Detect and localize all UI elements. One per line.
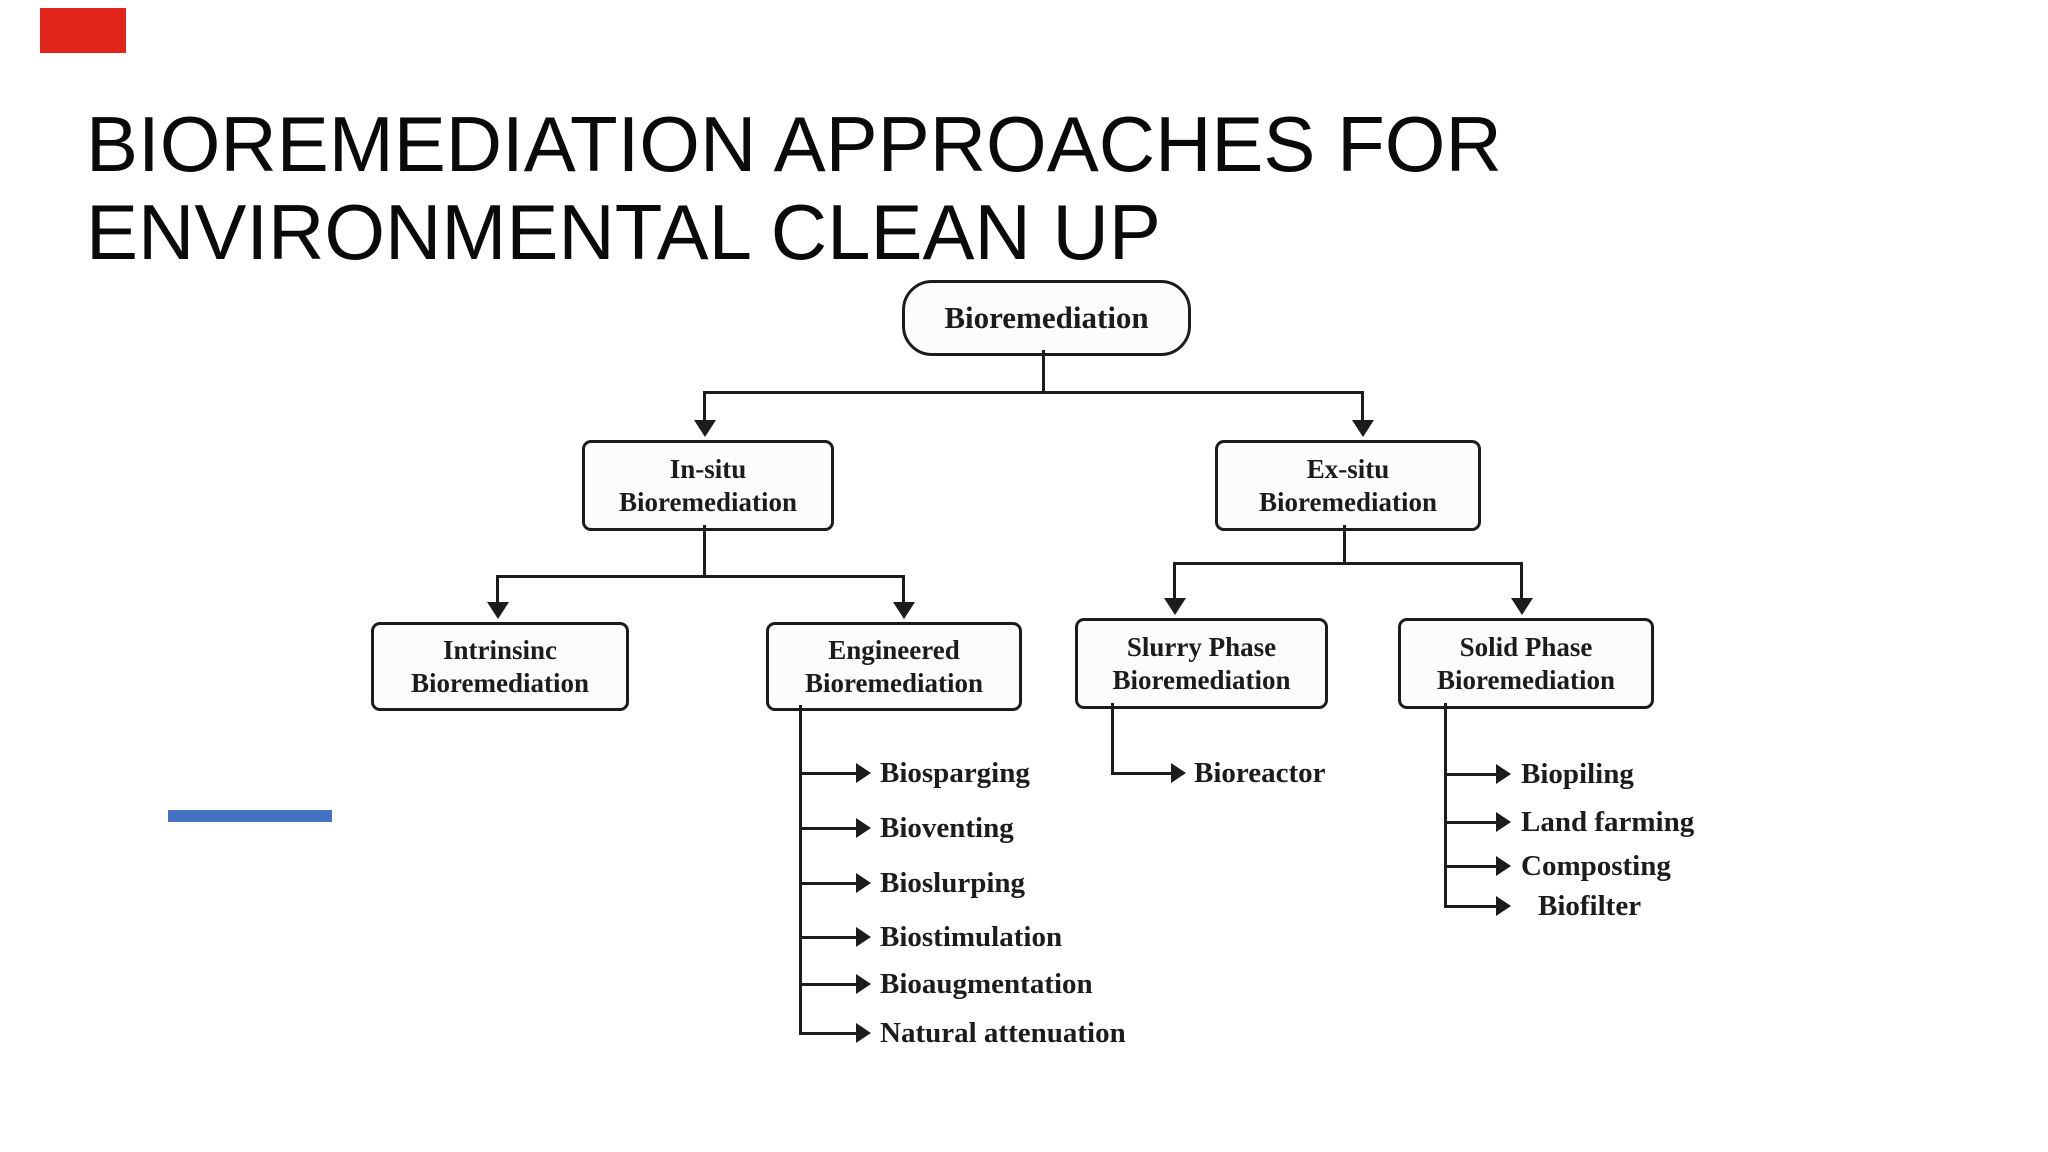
connector-drop-solid xyxy=(1520,562,1523,599)
intrinsic-label-line2: Bioremediation xyxy=(411,667,589,698)
arrowhead-right-biosparging xyxy=(856,763,871,783)
leaf-label-biofilter: Biofilter xyxy=(1538,890,1642,922)
slide-title-line1: BIOREMEDIATION APPROACHES FOR xyxy=(86,100,1502,188)
node-solid-phase-bioremediation: Solid Phase Bioremediation xyxy=(1398,618,1654,709)
leaf-label-bioaugmentation: Bioaugmentation xyxy=(880,968,1093,1000)
arrowhead-right-biopiling xyxy=(1496,764,1511,784)
connector-drop-insitu xyxy=(703,391,706,421)
node-intrinsic-bioremediation: Intrinsinc Bioremediation xyxy=(371,622,629,711)
arrowhead-right-biostimulation xyxy=(856,927,871,947)
solid-label-line2: Bioremediation xyxy=(1437,664,1615,695)
connector-slurry-list-stem xyxy=(1111,703,1114,775)
slide-title-line2: ENVIRONMENTAL CLEAN UP xyxy=(86,188,1161,276)
in-situ-label-line1: In-situ xyxy=(669,453,747,484)
connector-insitu-hline xyxy=(498,575,905,578)
in-situ-label-line2: Bioremediation xyxy=(619,486,797,517)
connector-engineered-list-stem xyxy=(799,705,802,1035)
connector-exsitu-hline xyxy=(1175,562,1523,565)
branch-bioaugmentation xyxy=(799,983,856,986)
branch-bioreactor xyxy=(1111,772,1171,775)
node-bioremediation: Bioremediation xyxy=(902,280,1191,356)
connector-root-hline xyxy=(705,391,1364,394)
engineered-label-line1: Engineered xyxy=(828,634,960,665)
branch-composting xyxy=(1444,865,1496,868)
connector-exsitu-stem xyxy=(1343,525,1346,565)
arrowhead-down-insitu xyxy=(694,420,716,437)
arrowhead-down-solid xyxy=(1511,598,1533,615)
arrowhead-right-bioreactor xyxy=(1171,763,1186,783)
branch-biosparging xyxy=(799,772,856,775)
leaf-label-bioventing: Bioventing xyxy=(880,812,1014,844)
slide-title: BIOREMEDIATION APPROACHES FOR ENVIRONMEN… xyxy=(86,100,1786,276)
branch-bioventing xyxy=(799,827,856,830)
branch-natural-attenuation xyxy=(799,1032,856,1035)
node-in-situ-bioremediation: In-situ Bioremediation xyxy=(582,440,834,531)
node-slurry-phase-bioremediation: Slurry Phase Bioremediation xyxy=(1075,618,1328,709)
arrowhead-down-slurry xyxy=(1164,598,1186,615)
branch-land-farming xyxy=(1444,821,1496,824)
engineered-label-line2: Bioremediation xyxy=(805,667,983,698)
slurry-label-line2: Bioremediation xyxy=(1112,664,1291,695)
connector-drop-slurry xyxy=(1173,562,1176,599)
red-accent-bar xyxy=(40,8,126,53)
arrowhead-right-bioslurping xyxy=(856,873,871,893)
solid-label-line1: Solid Phase xyxy=(1459,631,1593,662)
connector-root-stem xyxy=(1042,350,1045,393)
node-ex-situ-bioremediation: Ex-situ Bioremediation xyxy=(1215,440,1481,531)
connector-drop-engineered xyxy=(902,575,905,603)
leaf-label-natural-attenuation: Natural attenuation xyxy=(880,1017,1126,1049)
arrowhead-right-bioventing xyxy=(856,818,871,838)
leaf-label-biosparging: Biosparging xyxy=(880,757,1030,789)
branch-biopiling xyxy=(1444,773,1496,776)
arrowhead-down-exsitu xyxy=(1352,420,1374,437)
arrowhead-down-intrinsic xyxy=(487,602,509,619)
branch-biostimulation xyxy=(799,936,856,939)
branch-biofilter xyxy=(1444,905,1496,908)
connector-insitu-stem xyxy=(703,525,706,577)
ex-situ-label-line2: Bioremediation xyxy=(1259,486,1437,517)
ex-situ-label-line1: Ex-situ xyxy=(1306,453,1390,484)
connector-drop-intrinsic xyxy=(496,575,499,603)
arrowhead-right-composting xyxy=(1496,856,1511,876)
leaf-label-biostimulation: Biostimulation xyxy=(880,921,1063,953)
arrowhead-right-natural-attenuation xyxy=(856,1023,871,1043)
connector-drop-exsitu xyxy=(1361,391,1364,421)
leaf-label-bioslurping: Bioslurping xyxy=(880,867,1026,899)
arrowhead-right-land-farming xyxy=(1496,812,1511,832)
arrowhead-down-engineered xyxy=(893,602,915,619)
leaf-label-bioreactor: Bioreactor xyxy=(1194,757,1326,789)
node-engineered-bioremediation: Engineered Bioremediation xyxy=(766,622,1022,711)
arrowhead-right-bioaugmentation xyxy=(856,974,871,994)
node-bioremediation-label: Bioremediation xyxy=(944,300,1149,336)
leaf-label-biopiling: Biopiling xyxy=(1521,758,1634,790)
leaf-label-composting: Composting xyxy=(1521,850,1671,882)
slurry-label-line1: Slurry Phase xyxy=(1126,631,1277,662)
connector-solid-list-stem xyxy=(1444,703,1447,908)
branch-bioslurping xyxy=(799,882,856,885)
leaf-label-land-farming: Land farming xyxy=(1521,806,1695,838)
blue-accent-bar xyxy=(168,810,332,822)
intrinsic-label-line1: Intrinsinc xyxy=(442,634,558,665)
arrowhead-right-biofilter xyxy=(1496,896,1511,916)
